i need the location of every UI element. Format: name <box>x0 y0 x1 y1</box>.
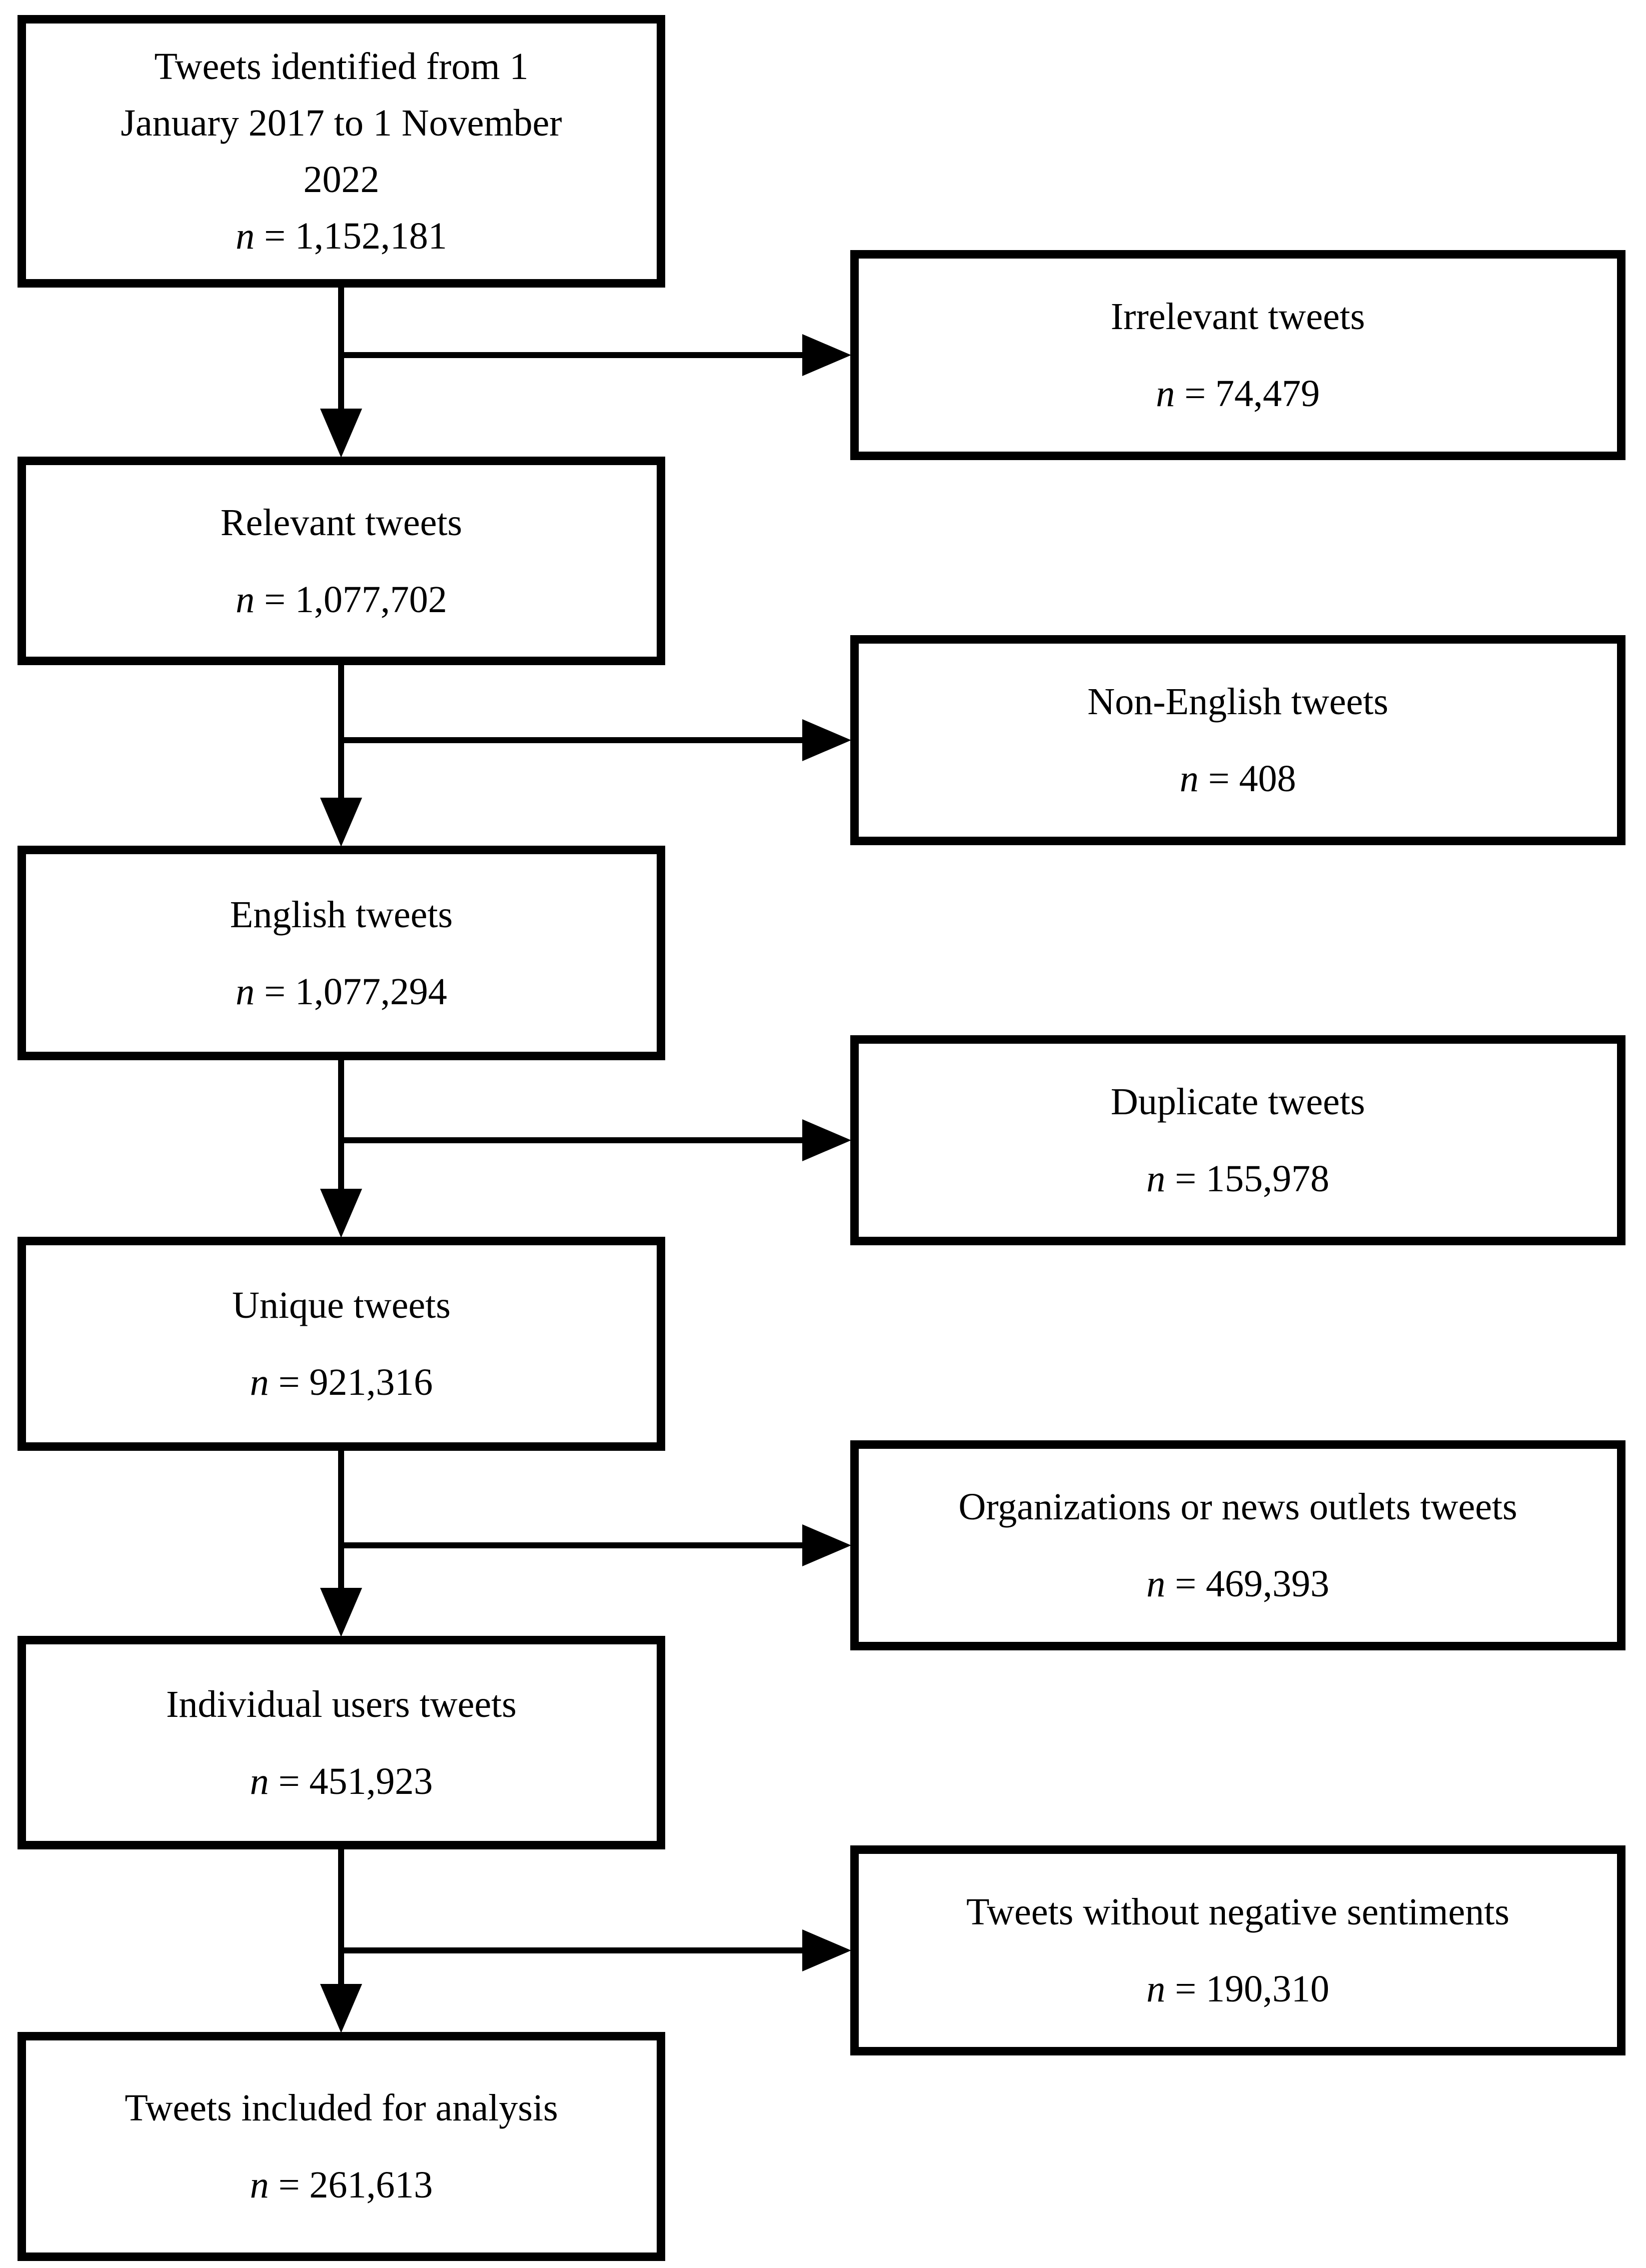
box-duplicate-tweets: Duplicate tweets n = 155,978 <box>850 1035 1625 1245</box>
box-label-line: January 2017 to 1 November <box>121 102 562 144</box>
arrowhead-right-1 <box>802 334 851 376</box>
box-count: n = 1,152,181 <box>236 208 447 265</box>
box-label-line: Tweets identified from 1 <box>154 45 529 88</box>
connector-vertical-3 <box>338 1060 344 1194</box>
connector-vertical-4 <box>338 1451 344 1593</box>
box-label-line: Duplicate tweets <box>1110 1081 1365 1123</box>
box-tweets-identified: Tweets identified from 1 January 2017 to… <box>18 15 665 288</box>
n-value: = 155,978 <box>1165 1158 1329 1200</box>
arrowhead-down-1 <box>320 409 362 458</box>
arrowhead-right-4 <box>802 1524 851 1566</box>
n-symbol: n <box>250 1361 269 1403</box>
n-value: = 1,077,702 <box>255 578 447 621</box>
box-label-line: Tweets without negative sentiments <box>966 1891 1509 1933</box>
box-label-line: Organizations or news outlets tweets <box>958 1486 1517 1528</box>
box-count: n = 74,479 <box>1156 371 1320 417</box>
connector-horizontal-4 <box>338 1542 803 1548</box>
n-symbol: n <box>1156 373 1175 415</box>
arrowhead-down-3 <box>320 1189 362 1238</box>
box-count: n = 1,077,294 <box>236 969 447 1015</box>
box-count: n = 921,316 <box>250 1359 433 1405</box>
box-count: n = 1,077,702 <box>236 577 447 623</box>
n-symbol: n <box>1146 1158 1166 1200</box>
box-count: n = 408 <box>1180 756 1296 802</box>
n-symbol: n <box>250 2164 269 2206</box>
n-symbol: n <box>236 578 255 621</box>
connector-vertical-5 <box>338 1849 344 1989</box>
box-label-line: Relevant tweets <box>220 501 463 544</box>
arrowhead-down-4 <box>320 1588 362 1637</box>
arrowhead-down-5 <box>320 1984 362 2033</box>
box-label-line: Non-English tweets <box>1087 681 1388 723</box>
arrowhead-right-5 <box>802 1929 851 1971</box>
n-value: = 1,152,181 <box>255 215 447 257</box>
box-label-line: Individual users tweets <box>166 1683 517 1725</box>
arrowhead-right-2 <box>802 719 851 761</box>
box-unique-tweets: Unique tweets n = 921,316 <box>18 1237 665 1451</box>
n-value: = 451,923 <box>269 1760 433 1802</box>
box-individual-users-tweets: Individual users tweets n = 451,923 <box>18 1636 665 1849</box>
n-symbol: n <box>1146 1968 1166 2010</box>
connector-horizontal-2 <box>338 737 803 743</box>
box-relevant-tweets: Relevant tweets n = 1,077,702 <box>18 457 665 665</box>
box-label-line: English tweets <box>230 893 453 936</box>
box-english-tweets: English tweets n = 1,077,294 <box>18 846 665 1060</box>
box-tweets-without-negative-sentiments: Tweets without negative sentiments n = 1… <box>850 1845 1625 2055</box>
n-symbol: n <box>1179 758 1199 800</box>
arrowhead-down-2 <box>320 798 362 847</box>
box-organizations-news-outlets-tweets: Organizations or news outlets tweets n =… <box>850 1440 1625 1650</box>
n-value: = 190,310 <box>1165 1968 1329 2010</box>
box-irrelevant-tweets: Irrelevant tweets n = 74,479 <box>850 250 1625 460</box>
box-label-line: Tweets included for analysis <box>125 2087 558 2129</box>
connector-horizontal-5 <box>338 1947 803 1953</box>
n-value: = 261,613 <box>269 2164 433 2206</box>
n-value: = 469,393 <box>1165 1563 1329 1605</box>
n-value: = 74,479 <box>1175 373 1320 415</box>
box-count: n = 469,393 <box>1146 1561 1329 1607</box>
box-label-line: Irrelevant tweets <box>1110 296 1365 338</box>
n-value: = 408 <box>1198 758 1296 800</box>
box-non-english-tweets: Non-English tweets n = 408 <box>850 635 1625 845</box>
box-label-line: Unique tweets <box>232 1284 451 1326</box>
box-label-line: 2022 <box>303 158 380 201</box>
box-count: n = 190,310 <box>1146 1966 1329 2012</box>
connector-horizontal-3 <box>338 1137 803 1143</box>
n-value: = 921,316 <box>269 1361 433 1403</box>
box-count: n = 451,923 <box>250 1758 433 1804</box>
n-symbol: n <box>1146 1563 1166 1605</box>
box-count: n = 261,613 <box>250 2162 433 2208</box>
n-symbol: n <box>250 1760 269 1802</box>
arrowhead-right-3 <box>802 1119 851 1161</box>
n-symbol: n <box>236 970 255 1013</box>
connector-horizontal-1 <box>338 352 803 358</box>
box-tweets-included-for-analysis: Tweets included for analysis n = 261,613 <box>18 2032 665 2261</box>
box-count: n = 155,978 <box>1146 1156 1329 1202</box>
n-symbol: n <box>236 215 255 257</box>
n-value: = 1,077,294 <box>255 970 447 1013</box>
connector-vertical-2 <box>338 665 344 803</box>
